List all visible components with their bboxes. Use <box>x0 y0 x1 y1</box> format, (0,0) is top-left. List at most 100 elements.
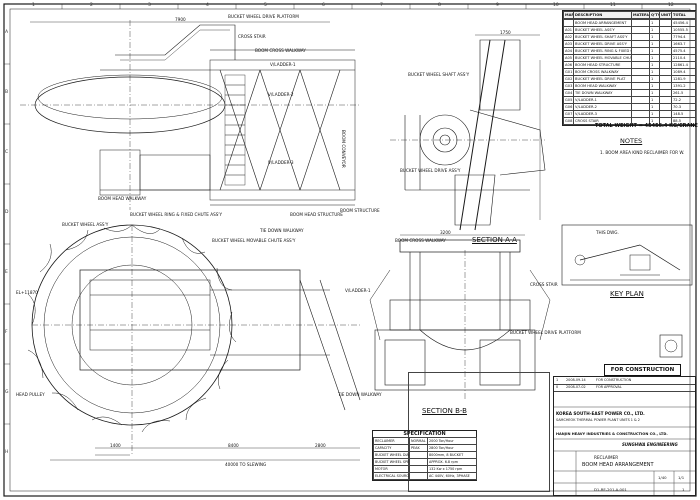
bom-cell <box>631 110 650 118</box>
dim-1400: 1400 <box>110 443 121 448</box>
label-boom-cross-walkway: BOOM CROSS WALKWAY <box>255 48 306 53</box>
dim-elevation: EL+11870 <box>16 290 38 295</box>
bom-cell <box>631 54 650 62</box>
dim-40000: 40000 TO SLEWING <box>225 462 267 467</box>
grid-col-9: 9 <box>496 3 499 8</box>
bom-cell <box>659 82 672 90</box>
bom-cell: 1 <box>649 103 660 111</box>
spec-cell: MOTOR <box>373 465 410 473</box>
bom-cell <box>659 89 672 97</box>
bom-cell: TIE DOWN WALKWAY <box>573 89 632 97</box>
dim-7900: 7900 <box>175 17 186 22</box>
bom-cell: G06 <box>563 103 574 111</box>
bom-cell <box>631 19 650 27</box>
bom-cell: BOOM HEAD ARRANGEMENT <box>573 19 632 27</box>
bom-cell: V/LADDER-3 <box>573 110 632 118</box>
section-bb-view <box>369 234 551 400</box>
notes-title: NOTES <box>620 137 643 145</box>
bom-header-total: TOTAL <box>671 11 696 19</box>
bom-cell: 2110.4 <box>671 54 696 62</box>
label-ladder1-bb: V/LADDER-1 <box>345 288 371 293</box>
spec-cell: NORMAL <box>409 437 428 445</box>
spec-cell: 8000mm, 8 BUCKET <box>427 451 477 459</box>
grid-col-8: 8 <box>438 3 441 8</box>
spec-cell: BUCKET WHEEL SPEED <box>373 458 410 466</box>
grid-row-h: H <box>5 450 9 455</box>
grid-col-6: 6 <box>322 3 325 8</box>
bom-cell: BUCKET WHEEL DRIVE PLAT <box>573 75 632 83</box>
bom-cell <box>659 54 672 62</box>
bom-cell: 1391.2 <box>671 82 696 90</box>
spec-cell: PEAK <box>409 444 428 452</box>
bom-cell: BUCKET WHEEL SHAFT ASS'Y <box>573 33 632 41</box>
project-name: SAMCHEOK THERMAL POWER PLANT UNITS 1 & 2 <box>556 418 640 422</box>
spec-cell <box>409 472 428 480</box>
spec-cell: 2000 Ton/Hour <box>427 437 477 445</box>
for-construction-stamp: FOR CONSTRUCTION <box>604 364 681 376</box>
bom-cell: A06 <box>563 61 574 69</box>
bom-cell <box>631 33 650 41</box>
spec-cell: AC 440V, 60Hz, 3PHASE <box>427 472 477 480</box>
bom-cell: A05 <box>563 54 574 62</box>
bom-cell: BOOM HEAD STRUCTURE <box>573 61 632 69</box>
section-aa-view <box>390 34 546 231</box>
bom-cell: 45456.4 <box>671 19 696 27</box>
bom-cell <box>659 96 672 104</box>
bom-cell: BUCKET WHEEL RING & FIXED CHUTE ASS'Y <box>573 47 632 55</box>
title-block-grid <box>554 406 695 495</box>
dim-3200: 3200 <box>440 230 451 235</box>
bom-header-mark: MARK <box>563 11 574 19</box>
bom-cell <box>631 26 650 34</box>
bom-cell <box>631 96 650 104</box>
bom-cell: BUCKET WHEEL MOVABLE CHUTE ASS'Y <box>573 54 632 62</box>
bom-cell: 1 <box>649 110 660 118</box>
bom-cell: 1 <box>649 82 660 90</box>
bom-header-unit: UNIT <box>659 11 672 19</box>
label-boom-head-walkway: BOOM HEAD WALKWAY <box>98 196 147 201</box>
rev-2-desc: FOR APPROVAL <box>596 385 622 389</box>
grid-row-a: A <box>5 30 9 35</box>
bom-cell <box>659 110 672 118</box>
dim-2800: 2800 <box>315 443 326 448</box>
sheet-inner-border <box>9 8 691 492</box>
bom-cell: 261.5 <box>671 89 696 97</box>
bom-cell <box>659 68 672 76</box>
bill-of-materials: MARK DESCRIPTION MATERIAL Q'TY UNIT TOTA… <box>562 10 696 126</box>
grid-col-4: 4 <box>206 3 209 8</box>
rev-2-date: 2008-07-02 <box>566 385 586 389</box>
bom-header-material: MATERIAL <box>631 11 650 19</box>
bom-cell: 1 <box>649 75 660 83</box>
grid-row-g: G <box>5 390 9 395</box>
bom-cell: 1663.7 <box>671 40 696 48</box>
bom-cell: A02 <box>563 33 574 41</box>
label-drive-platform: BUCKET WHEEL DRIVE PLATFORM <box>228 14 299 19</box>
drawing-title-1: RECLAIMER <box>594 455 619 460</box>
bom-cell: BOOM HEAD WALKWAY <box>573 82 632 90</box>
grid-col-7: 7 <box>380 3 383 8</box>
label-boom-cross-walkway-bb: BOOM CROSS WALKWAY <box>395 238 446 243</box>
bom-cell: G02 <box>563 75 574 83</box>
bom-cell <box>659 61 672 69</box>
bom-cell <box>659 19 672 27</box>
client-seal <box>659 334 683 358</box>
grid-col-5: 5 <box>264 3 267 8</box>
grid-col-10: 10 <box>553 3 559 8</box>
rev-row-1: 1 2008-09-14 FOR CONSTRUCTION <box>554 377 695 385</box>
label-boom-structure: BOOM STRUCTURE <box>340 208 380 213</box>
grid-col-2: 2 <box>90 3 93 8</box>
label-drive-assy: BUCKET WHEEL DRIVE ASS'Y <box>400 168 461 173</box>
grid-row-d: D <box>5 210 9 215</box>
bom-cell: G08 <box>563 117 574 125</box>
